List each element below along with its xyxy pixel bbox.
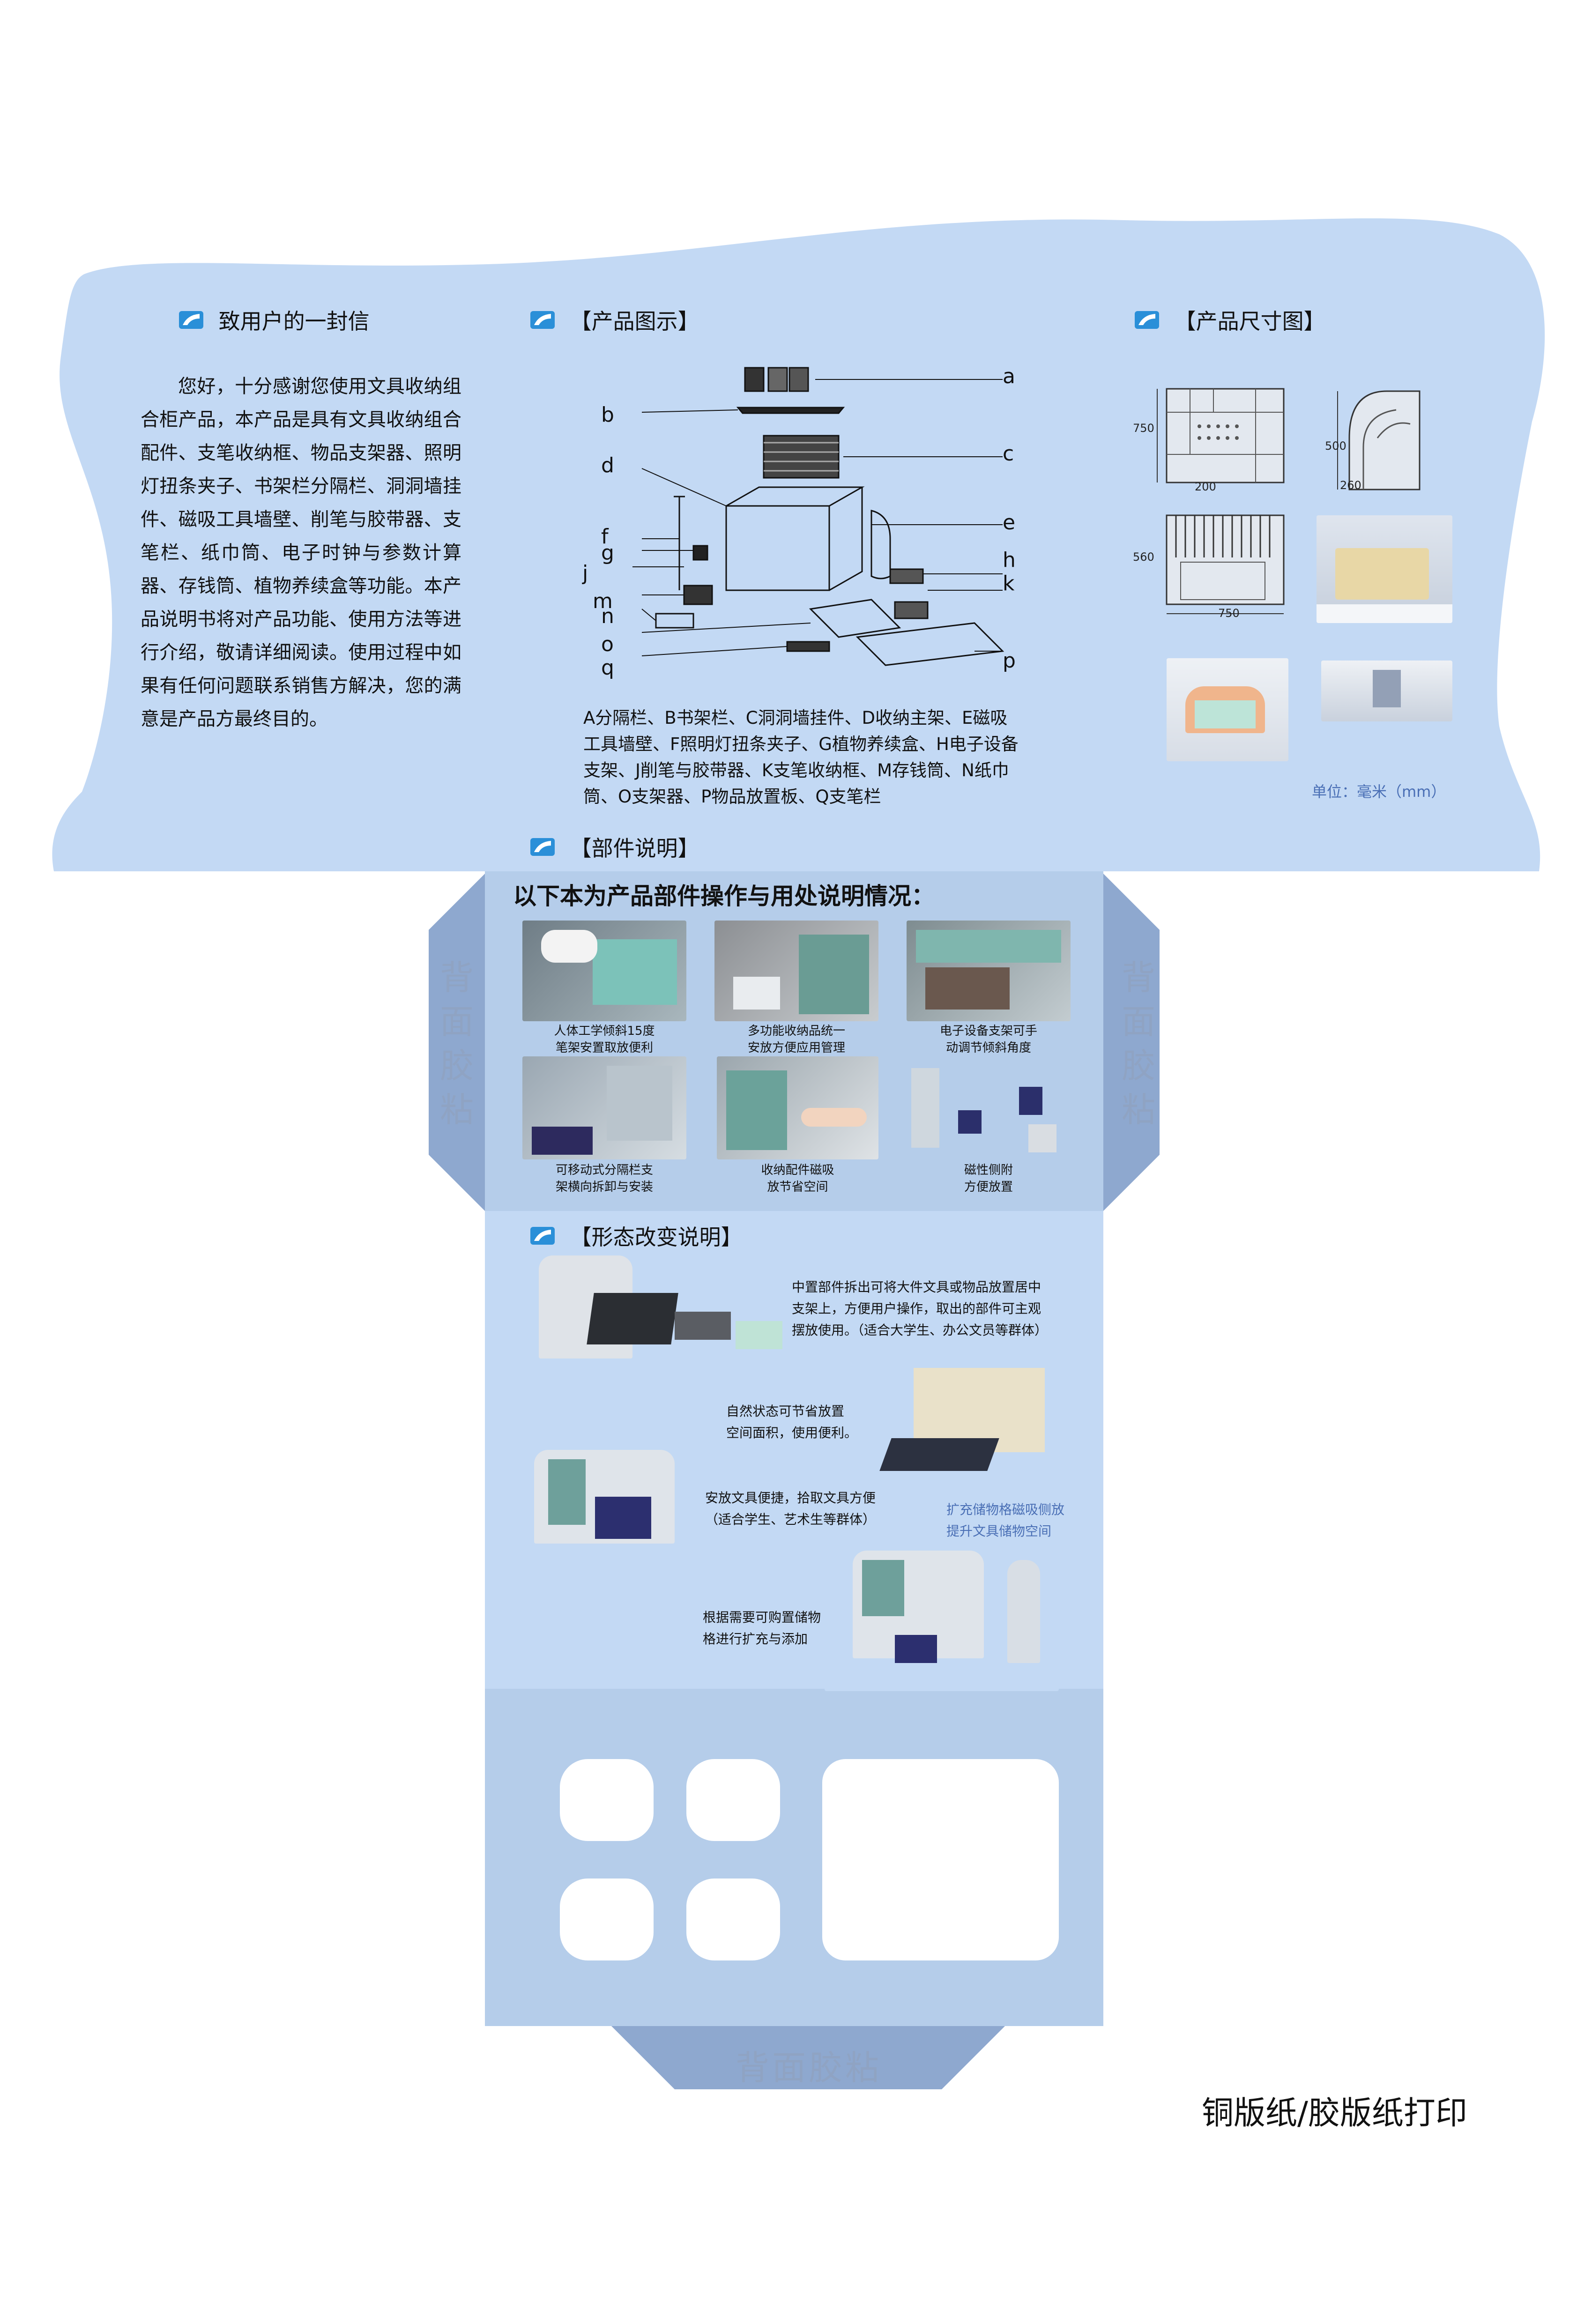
section-icon xyxy=(1135,311,1159,329)
part-letter-e: e xyxy=(1003,511,1016,535)
cutout-window xyxy=(822,1759,1059,1960)
part-photo-2 xyxy=(714,921,878,1021)
transform-note-2: 自然状态可节省放置空间面积，使用便利。 xyxy=(726,1403,858,1440)
top-view-drawing xyxy=(1166,514,1285,614)
render-front-photo xyxy=(1317,515,1452,623)
part-letter-a: a xyxy=(1003,364,1015,388)
transform-title: 【形态改变说明】 xyxy=(570,1225,743,1250)
part-photo-6 xyxy=(907,1059,1071,1159)
transform-heading: 【形态改变说明】 xyxy=(529,1220,743,1251)
glue-label-left: 背面胶粘 xyxy=(439,958,474,1129)
part-caption-2: 多功能收纳品统一安放方便应用管理 xyxy=(747,1024,845,1055)
glue-label-right: 背面胶粘 xyxy=(1121,958,1155,1129)
part-letter-m: m xyxy=(593,589,613,613)
part-letter-p: p xyxy=(1003,649,1016,673)
transform-photo-expansion xyxy=(825,1541,1059,1691)
render-open-photo xyxy=(1167,658,1288,761)
transform-note-1: 中置部件拆出可将大件文具或物品放置居中支架上，方便用户操作，取出的部件可主观摆放… xyxy=(792,1279,1048,1338)
section-icon xyxy=(530,311,555,329)
dimensions-unit: 单位：毫米（mm） xyxy=(1312,783,1446,801)
dimensions-heading: 【产品尺寸图】 xyxy=(1134,304,1325,335)
part-caption-1: 人体工学倾斜15度笔架安置取放便利 xyxy=(554,1024,655,1055)
diagram-legend: A分隔栏、B书架栏、C洞洞墙挂件、D收纳主架、E磁吸工具墙壁、F照明灯扭条夹子、… xyxy=(583,708,1019,807)
exploded-product-diagram xyxy=(632,367,1004,666)
transform-photo-desk xyxy=(876,1368,1049,1490)
dim-label-width-750: 750 xyxy=(1218,607,1240,620)
dimension-line xyxy=(1157,389,1158,483)
part-photo-1 xyxy=(522,921,686,1021)
part-letter-n: n xyxy=(601,604,614,628)
dim-label-depth-560: 560 xyxy=(1133,550,1154,564)
cutout-hole-2 xyxy=(686,1759,780,1841)
part-caption-5: 收纳配件磁吸放节省空间 xyxy=(761,1163,834,1194)
side-view-drawing xyxy=(1337,390,1421,490)
render-back-photo xyxy=(1321,661,1452,721)
diagram-heading: 【产品图示】 xyxy=(529,304,699,335)
part-caption-6: 磁性侧附方便放置 xyxy=(964,1163,1013,1194)
part-caption-3: 电子设备支架可手动调节倾斜角度 xyxy=(939,1024,1037,1055)
part-photo-4 xyxy=(522,1056,686,1159)
front-view-drawing xyxy=(1166,388,1285,483)
part-letter-f: f xyxy=(601,525,609,549)
part-letter-g: g xyxy=(601,541,614,565)
part-caption-4: 可移动式分隔栏支架横向拆卸与安装 xyxy=(555,1163,653,1194)
part-photo-3 xyxy=(907,921,1071,1021)
transform-note-5: 根据需要可购置储物格进行扩充与添加 xyxy=(703,1610,821,1647)
part-letter-k: k xyxy=(1003,572,1015,595)
diagram-title: 【产品图示】 xyxy=(570,309,699,334)
parts-title: 【部件说明】 xyxy=(570,836,699,861)
section-icon xyxy=(530,1227,555,1245)
dimensions-title: 【产品尺寸图】 xyxy=(1174,309,1325,334)
cutout-hole-1 xyxy=(560,1759,654,1841)
letter-title: 致用户的一封信 xyxy=(218,309,370,334)
parts-heading: 【部件说明】 xyxy=(529,832,699,862)
dim-label-height-750: 750 xyxy=(1133,422,1154,435)
part-letter-j: j xyxy=(582,561,588,585)
print-note: 铜版纸/胶版纸打印 xyxy=(1202,2095,1467,2132)
part-letter-q: q xyxy=(601,656,614,680)
dim-label-depth-260: 260 xyxy=(1340,479,1361,492)
part-letter-c: c xyxy=(1003,442,1014,466)
parts-headline: 以下本为产品部件操作与用处说明情况： xyxy=(513,883,935,910)
glue-label-bottom: 背面胶粘 xyxy=(736,2048,882,2087)
letter-heading: 致用户的一封信 xyxy=(178,304,370,335)
cutout-hole-3 xyxy=(560,1879,654,1960)
transform-photo-cabinet xyxy=(525,1440,684,1576)
part-letter-o: o xyxy=(601,632,614,656)
transform-note-3: 安放文具便捷，拾取文具方便（适合学生、艺术生等群体） xyxy=(705,1490,876,1527)
part-letter-b: b xyxy=(601,403,614,427)
dim-label-height-500: 500 xyxy=(1325,439,1346,453)
cutout-hole-4 xyxy=(686,1879,780,1960)
part-letter-h: h xyxy=(1003,548,1016,572)
dim-label-width-200: 200 xyxy=(1195,480,1216,493)
part-letter-d: d xyxy=(601,453,614,477)
section-icon xyxy=(530,838,555,856)
letter-body: 您好，十分感谢您使用文具收纳组合柜产品，本产品是具有文具收纳组合配件、支笔收纳框… xyxy=(141,376,461,730)
part-photo-5 xyxy=(717,1056,878,1159)
transform-photo-laptop xyxy=(534,1255,796,1377)
transform-note-4: 扩充储物格磁吸侧放提升文具储物空间 xyxy=(946,1502,1065,1539)
section-icon xyxy=(179,311,203,329)
